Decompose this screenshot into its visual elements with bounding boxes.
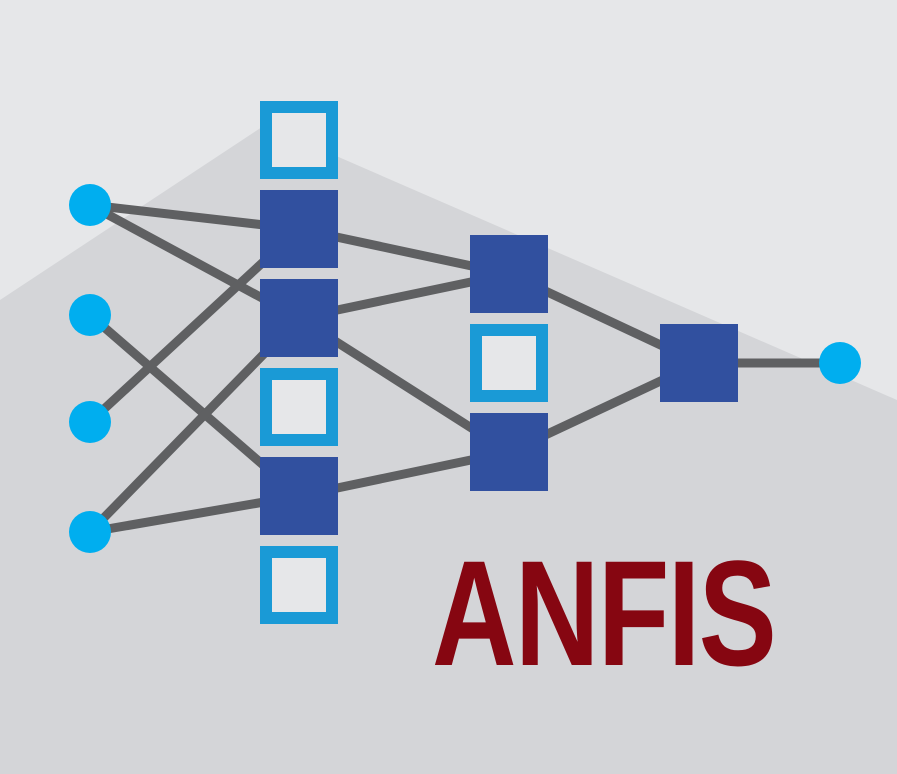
background-shade bbox=[0, 125, 897, 774]
input-node-1 bbox=[69, 184, 111, 226]
membership-node-6-hollow bbox=[260, 546, 338, 624]
nodes bbox=[69, 101, 861, 624]
membership-node-5-filled bbox=[260, 457, 338, 535]
input-node-2 bbox=[69, 294, 111, 336]
diagram-title: ANFIS bbox=[432, 529, 777, 697]
summation-node bbox=[660, 324, 738, 402]
rule-node-1-filled bbox=[470, 235, 548, 313]
input-node-4 bbox=[69, 511, 111, 553]
membership-node-3-filled bbox=[260, 279, 338, 357]
rule-node-2-hollow bbox=[470, 324, 548, 402]
membership-node-2-filled bbox=[260, 190, 338, 268]
input-node-3 bbox=[69, 401, 111, 443]
membership-node-1-hollow bbox=[260, 101, 338, 179]
rule-node-3-filled bbox=[470, 413, 548, 491]
membership-node-4-hollow bbox=[260, 368, 338, 446]
output-node bbox=[819, 342, 861, 384]
